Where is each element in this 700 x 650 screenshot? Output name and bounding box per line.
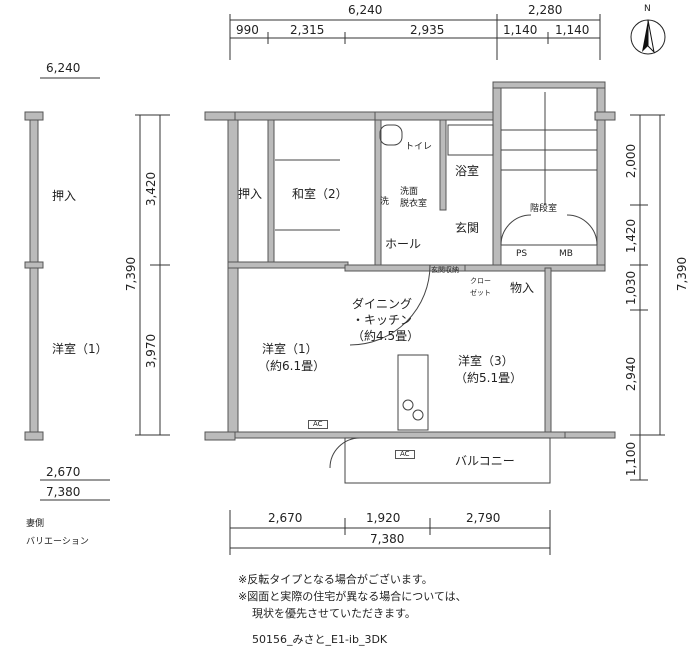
room-datsuishitsu: 脱衣室 bbox=[400, 199, 428, 209]
variation-youshitsu: 洋室（1） bbox=[52, 342, 108, 356]
washer-space: 洗 bbox=[380, 197, 390, 207]
right-dim-seg: 2,000 bbox=[624, 143, 639, 179]
room-toilet: トイレ bbox=[405, 142, 433, 152]
right-dim-seg: 1,100 bbox=[624, 441, 639, 477]
room-dk-1: ダイニング bbox=[352, 297, 413, 311]
top-dim-total-left: 6,240 bbox=[348, 3, 383, 17]
room-genkan-storage: 玄関収納 bbox=[431, 266, 459, 274]
bottom-dim-seg: 1,920 bbox=[366, 511, 401, 525]
ac-unit: AC bbox=[308, 420, 328, 429]
variation-dim-1: 2,670 bbox=[46, 465, 81, 479]
right-dim-seg: 2,940 bbox=[624, 356, 639, 392]
right-dim-seg: 1,420 bbox=[624, 218, 639, 254]
left-dim-seg: 3,420 bbox=[144, 171, 159, 207]
room-youshitsu-1: 洋室（1） bbox=[262, 342, 318, 356]
top-dim-seg: 1,140 bbox=[555, 23, 590, 37]
variation-oshiire: 押入 bbox=[52, 189, 77, 203]
bottom-dim-total: 7,380 bbox=[370, 532, 405, 546]
note-2: ※図面と実際の住宅が異なる場合については、 bbox=[238, 590, 467, 603]
note-1: ※反転タイプとなる場合がございます。 bbox=[238, 573, 433, 586]
north-label: N bbox=[644, 4, 651, 14]
room-dk-2: ・キッチン bbox=[352, 313, 413, 327]
room-youshitsu-1-size: （約6.1畳） bbox=[258, 359, 326, 373]
note-3: 現状を優先させていただきます。 bbox=[252, 607, 416, 620]
ac-outdoor-unit: AC bbox=[395, 450, 415, 459]
room-dk-3: （約4.5畳） bbox=[352, 329, 420, 343]
left-dim-seg: 3,970 bbox=[144, 333, 159, 369]
right-dim-total: 7,390 bbox=[675, 256, 690, 292]
room-oshiire: 押入 bbox=[238, 187, 263, 201]
room-genkan: 玄関 bbox=[455, 221, 480, 235]
room-bath: 浴室 bbox=[455, 164, 480, 178]
left-dim-total: 7,390 bbox=[124, 256, 139, 292]
room-monoire: 物入 bbox=[510, 281, 535, 295]
top-dim-seg: 2,935 bbox=[410, 23, 445, 37]
room-stairs: 階段室 bbox=[530, 204, 558, 214]
room-closet-1: クロー bbox=[470, 277, 491, 285]
room-balcony: バルコニー bbox=[455, 454, 515, 468]
variation-width: 6,240 bbox=[46, 61, 81, 75]
room-youshitsu-3-size: （約5.1畳） bbox=[455, 371, 523, 385]
variation-label-1: 妻側 bbox=[26, 519, 45, 529]
top-dim-total-right: 2,280 bbox=[528, 3, 563, 17]
bottom-dim-seg: 2,670 bbox=[268, 511, 303, 525]
top-dim-seg: 1,140 bbox=[503, 23, 538, 37]
room-senmen: 洗面 bbox=[400, 187, 419, 197]
bottom-dim-seg: 2,790 bbox=[466, 511, 501, 525]
room-washitsu-2: 和室（2） bbox=[292, 187, 348, 201]
top-dim-seg: 990 bbox=[236, 23, 259, 37]
plan-code: 50156_みさと_E1-ib_3DK bbox=[252, 633, 388, 646]
variation-dim-2: 7,380 bbox=[46, 485, 81, 499]
room-closet-2: ゼット bbox=[470, 289, 491, 297]
variation-label-2: バリエーション bbox=[26, 537, 89, 547]
north-arrow-icon bbox=[630, 19, 666, 55]
room-ps: PS bbox=[516, 249, 528, 259]
top-dim-seg: 2,315 bbox=[290, 23, 325, 37]
room-mb: MB bbox=[559, 249, 573, 259]
room-hall: ホール bbox=[385, 237, 422, 251]
room-youshitsu-3: 洋室（3） bbox=[458, 354, 514, 368]
right-dim-seg: 1,030 bbox=[624, 270, 639, 306]
